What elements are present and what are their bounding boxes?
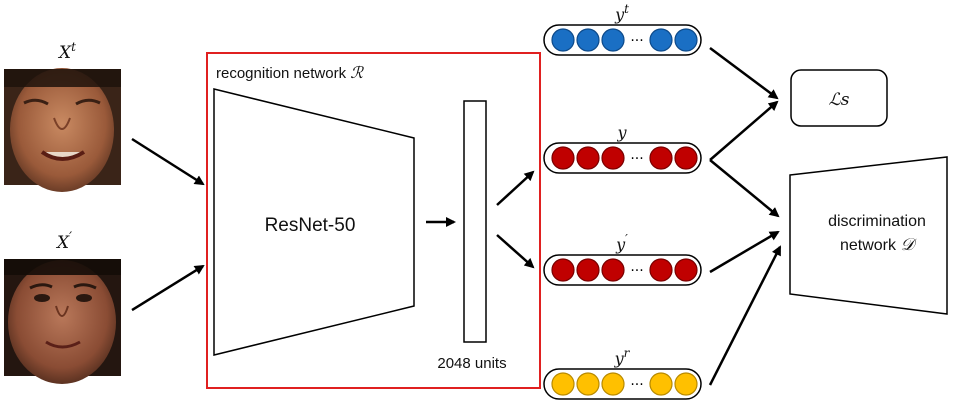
discrimination-label-line2: network 𝒟: [840, 235, 917, 255]
vector-yt: yt···: [543, 2, 702, 56]
query-face-label: X′: [55, 230, 72, 253]
vector-element-circle: [551, 372, 575, 396]
loss-box: [790, 69, 888, 127]
discrimination-network: [789, 156, 948, 315]
vector-element-circle: [674, 146, 698, 170]
vector-element-circle: [576, 372, 600, 396]
recognition-network-box: [206, 52, 541, 389]
arrow-y-prime-to-discriminator: [709, 230, 780, 274]
target-face-label: Xt: [57, 40, 76, 63]
resnet-backbone: [213, 88, 415, 356]
arrow-features-to-y: [496, 170, 535, 206]
vector-element-circle: [601, 372, 625, 396]
vector-element-circle: [649, 28, 673, 52]
vector-element-circle: [601, 28, 625, 52]
vector-element-circle: [576, 146, 600, 170]
recognition-network-label: recognition network ℛ: [216, 63, 364, 82]
discrimination-label-line1: discrimination: [828, 213, 926, 230]
vector-label-y: y: [616, 123, 627, 142]
vector-y-prime: y′···: [543, 232, 702, 286]
vector-element-circle: [551, 258, 575, 282]
vector-element-circle: [576, 258, 600, 282]
vector-element-circle: [551, 28, 575, 52]
feature-layer: [463, 100, 487, 343]
arrow-y-to-discriminator: [709, 159, 780, 218]
vector-element-circle: [674, 258, 698, 282]
loss-label: ℒs: [829, 90, 850, 110]
vector-label-yr: yr: [614, 346, 631, 368]
vector-ellipsis: ···: [630, 377, 643, 393]
arrow-query-to-network: [131, 264, 205, 312]
vector-element-circle: [551, 146, 575, 170]
vector-ellipsis: ···: [630, 263, 643, 279]
vector-yr: yr ···: [543, 346, 702, 400]
arrow-yr-to-discriminator: [708, 245, 782, 386]
vector-element-circle: [649, 372, 673, 396]
vector-ellipsis: ···: [630, 33, 643, 49]
vector-ellipsis: ···: [630, 151, 643, 167]
vector-element-circle: [649, 146, 673, 170]
vector-element-circle: [674, 28, 698, 52]
vector-y: y···: [543, 123, 702, 174]
target-face-photo: [4, 68, 121, 192]
vector-label-y-prime: y′: [615, 232, 628, 254]
vector-element-circle: [601, 146, 625, 170]
output-vectors: yt···y···y′···yr···: [543, 2, 702, 400]
vector-label-yt: yt: [614, 2, 629, 24]
arrow-y-to-loss: [709, 100, 779, 161]
vector-element-circle: [601, 258, 625, 282]
vector-element-circle: [576, 28, 600, 52]
arrow-yt-to-loss: [709, 46, 779, 100]
query-face-photo: [4, 259, 121, 384]
vector-element-circle: [674, 372, 698, 396]
resnet-label: ResNet-50: [265, 215, 356, 236]
arrow-features-to-y-prime: [496, 234, 535, 269]
vector-element-circle: [649, 258, 673, 282]
feature-layer-label: 2048 units: [437, 355, 506, 372]
arrow-target-to-network: [131, 137, 205, 186]
